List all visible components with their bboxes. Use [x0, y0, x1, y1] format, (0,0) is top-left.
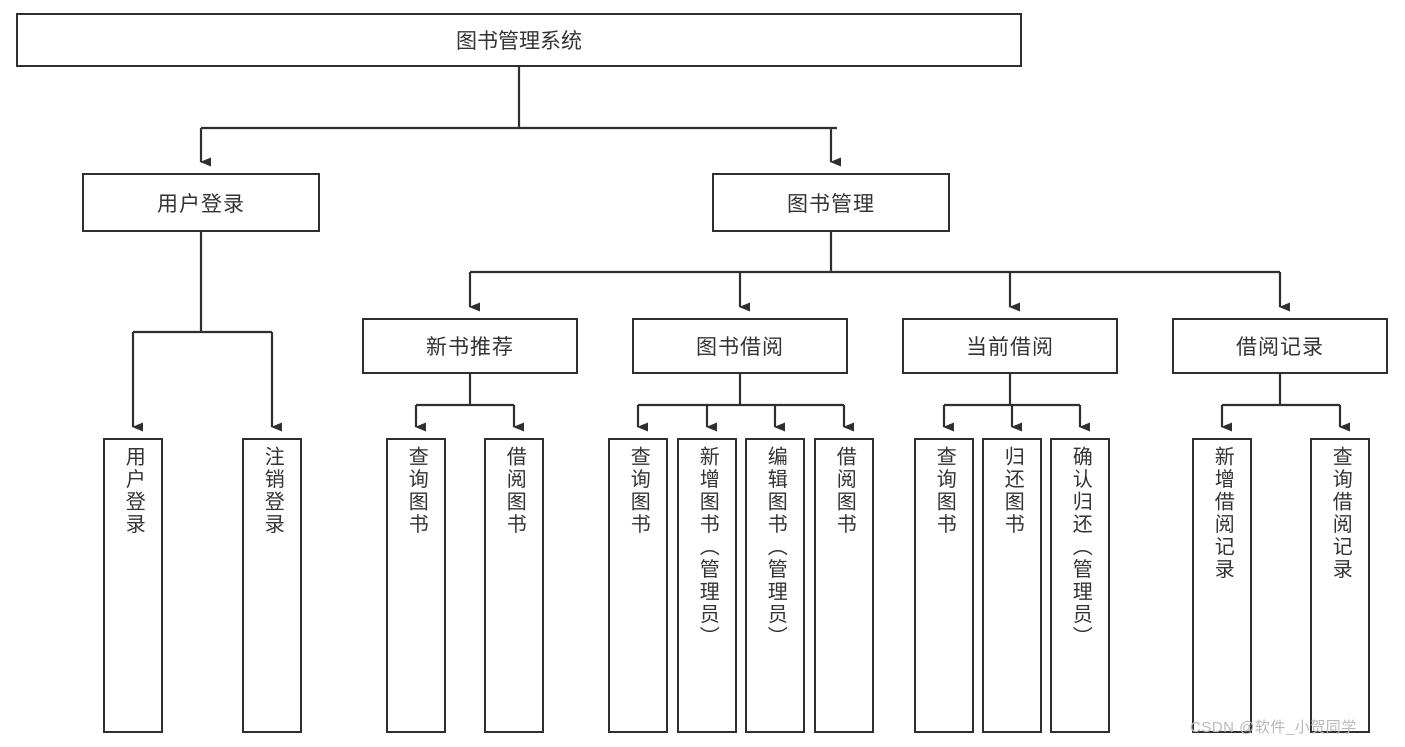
- node-label: 新增图书（管理员）: [696, 446, 719, 649]
- leaf-query-book-current[interactable]: 查询图书: [914, 438, 974, 733]
- csdn-watermark: CSDN @软件_小贺同学: [1190, 719, 1357, 736]
- leaf-query-book-borrow[interactable]: 查询图书: [608, 438, 668, 733]
- leaf-user-login[interactable]: 用户登录: [103, 438, 163, 733]
- node-label: 归还图书: [1001, 446, 1024, 536]
- node-label: 图书借阅: [696, 336, 784, 359]
- node-label: 用户登录: [157, 192, 245, 216]
- leaf-edit-book-admin[interactable]: 编辑图书（管理员）: [745, 438, 805, 733]
- leaf-return-book[interactable]: 归还图书: [982, 438, 1042, 733]
- node-label: 查询图书: [405, 446, 428, 536]
- node-book-management[interactable]: 图书管理: [712, 173, 950, 232]
- node-label: 新增借阅记录: [1211, 446, 1234, 581]
- node-label: 借阅图书: [833, 446, 856, 536]
- leaf-add-borrow-record[interactable]: 新增借阅记录: [1192, 438, 1252, 733]
- leaf-borrow-book-new[interactable]: 借阅图书: [484, 438, 544, 733]
- node-label: 借阅图书: [503, 446, 526, 536]
- node-label: 注销登录: [261, 446, 284, 536]
- leaf-query-borrow-record[interactable]: 查询借阅记录: [1310, 438, 1370, 733]
- node-label: 确认归还（管理员）: [1069, 446, 1092, 649]
- node-new-book-recommend[interactable]: 新书推荐: [362, 318, 578, 374]
- node-label: 查询图书: [933, 446, 956, 536]
- leaf-borrow-book[interactable]: 借阅图书: [814, 438, 874, 733]
- node-book-borrow[interactable]: 图书借阅: [632, 318, 848, 374]
- leaf-add-book-admin[interactable]: 新增图书（管理员）: [677, 438, 737, 733]
- node-label: 图书管理: [787, 192, 875, 216]
- node-label: 借阅记录: [1236, 336, 1324, 359]
- leaf-confirm-return-admin[interactable]: 确认归还（管理员）: [1050, 438, 1110, 733]
- node-label: 图书管理系统: [456, 30, 582, 53]
- leaf-user-logout[interactable]: 注销登录: [242, 438, 302, 733]
- node-label: 当前借阅: [966, 336, 1054, 359]
- node-label: 查询借阅记录: [1329, 446, 1352, 581]
- node-root-system[interactable]: 图书管理系统: [16, 13, 1022, 67]
- leaf-query-book-new[interactable]: 查询图书: [386, 438, 446, 733]
- node-label: 查询图书: [627, 446, 650, 536]
- node-current-borrow[interactable]: 当前借阅: [902, 318, 1118, 374]
- node-label: 用户登录: [122, 446, 145, 536]
- node-borrow-record[interactable]: 借阅记录: [1172, 318, 1388, 374]
- node-label: 编辑图书（管理员）: [764, 446, 787, 649]
- node-label: 新书推荐: [426, 336, 514, 359]
- node-user-login[interactable]: 用户登录: [82, 173, 320, 232]
